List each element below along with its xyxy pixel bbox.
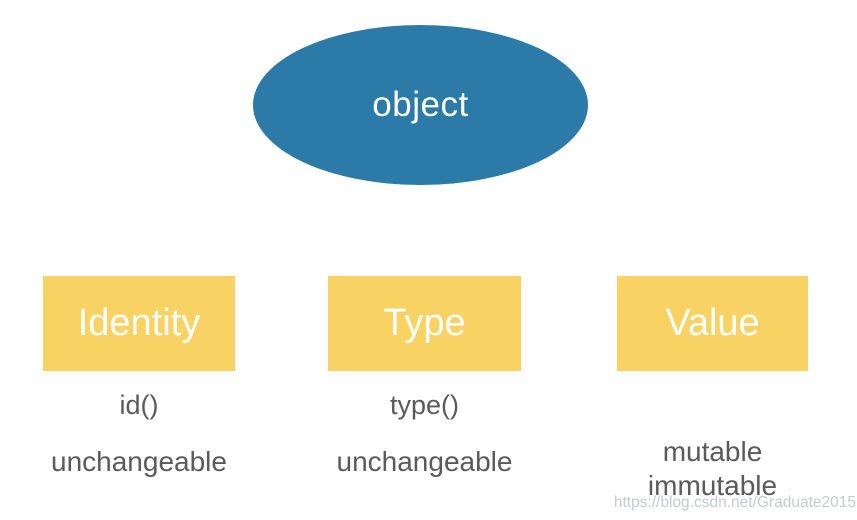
- identity-mutability-caption: unchangeable: [51, 446, 227, 477]
- value-mutability-caption: mutable immutable: [617, 435, 808, 503]
- object-ellipse: object: [253, 25, 588, 185]
- identity-box: Identity: [43, 276, 235, 371]
- type-box: Type: [328, 276, 521, 371]
- watermark: https://blog.csdn.net/Graduate2015: [613, 494, 856, 511]
- identity-box-label: Identity: [77, 302, 201, 344]
- type-mutability-caption: unchangeable: [336, 446, 513, 477]
- identity-accessor-caption: id(): [119, 390, 159, 420]
- value-mutability-line-mutable: mutable: [662, 436, 763, 467]
- type-accessor-caption: type(): [389, 390, 460, 420]
- value-box: Value: [617, 276, 808, 371]
- type-box-label: Type: [383, 302, 466, 344]
- value-mutability-line-immutable: immutable: [647, 470, 778, 501]
- value-box-label: Value: [665, 302, 760, 344]
- object-label: object: [372, 85, 469, 124]
